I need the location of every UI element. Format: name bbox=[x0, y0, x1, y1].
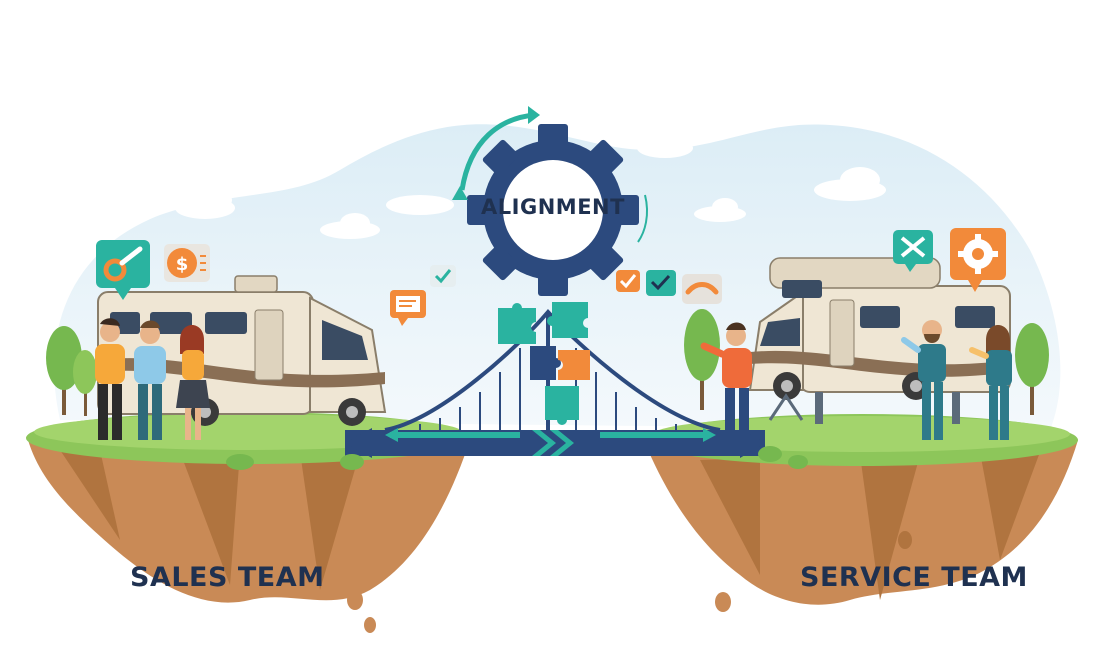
gear-icon bbox=[950, 228, 1006, 292]
sales-person-1 bbox=[95, 318, 125, 440]
service-person-2 bbox=[901, 320, 946, 440]
trees-left bbox=[46, 326, 97, 416]
dollar-coin-icon: $ bbox=[164, 244, 210, 282]
wrench-icon bbox=[96, 240, 150, 300]
invoice-chat-icon bbox=[390, 290, 426, 326]
service-person-3 bbox=[969, 325, 1012, 440]
checkmark-chat-icon bbox=[430, 265, 456, 287]
checkmark-chat-icon bbox=[646, 270, 676, 296]
bushes bbox=[226, 446, 808, 470]
sales-person-3 bbox=[176, 325, 210, 440]
puzzle-pieces bbox=[498, 302, 590, 425]
tools-icon bbox=[893, 230, 933, 272]
svg-text:$: $ bbox=[176, 254, 189, 275]
checkmark-chat-icon bbox=[616, 270, 640, 292]
bridge bbox=[345, 308, 765, 458]
alignment-label: ALIGNMENT bbox=[481, 195, 625, 219]
cycle-arrow bbox=[452, 106, 648, 243]
handshake-icon bbox=[682, 274, 722, 304]
sales-person-2 bbox=[134, 320, 166, 440]
gear-icon bbox=[467, 124, 639, 296]
clouds bbox=[175, 138, 886, 239]
service-team-label: SERVICE TEAM bbox=[800, 562, 1028, 593]
service-person-1 bbox=[700, 322, 752, 440]
sales-team-label: SALES TEAM bbox=[130, 562, 325, 593]
